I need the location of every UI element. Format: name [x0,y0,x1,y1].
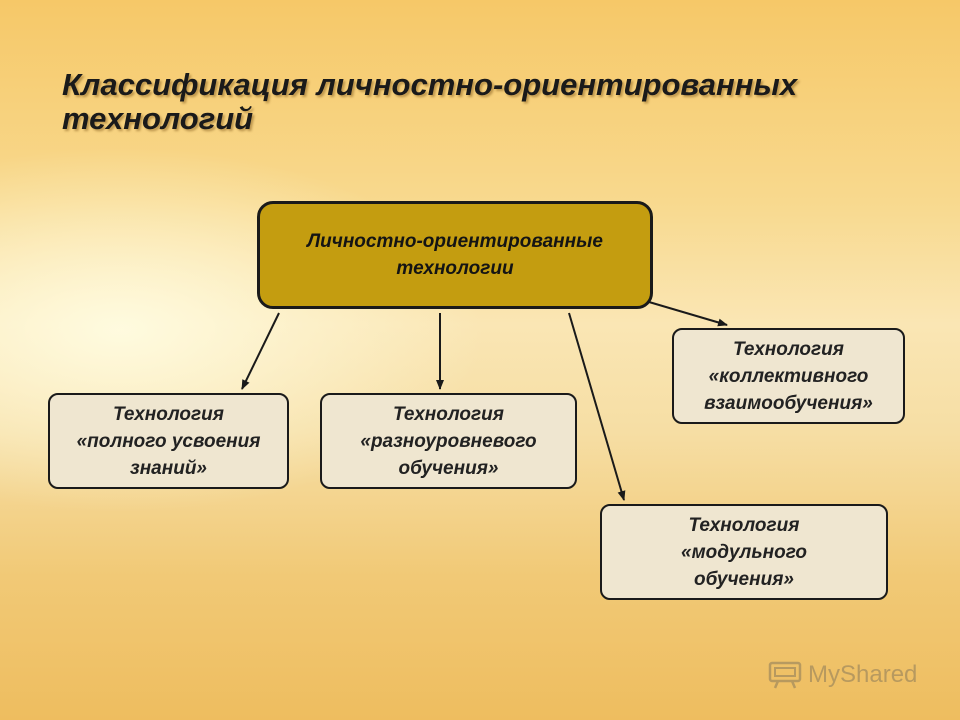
root-node-label: Личностно-ориентированные технологии [265,228,645,282]
node-multilevel-learning: Технология «разноуровневого обучения» [320,393,577,489]
node-line: обучения» [398,457,499,479]
node-line: «модульного [681,541,807,563]
node-line: Технология [733,338,844,360]
node-line: Технология [113,403,224,425]
slide-title-line-1: Классификация личностно-ориентированных [62,67,798,102]
node-line: «полного усвоения [76,430,261,452]
slide-title-line-2: технологий [62,101,254,136]
arrow-to-collective [648,301,728,327]
node-line: взаимообучения» [704,392,873,414]
node-line: Технология [688,514,800,536]
root-node: Личностно-ориентированные технологии [257,201,653,309]
arrow-to-full-mastery [241,312,280,390]
node-line: знаний» [130,457,207,479]
root-node-line-2: технологии [396,258,514,279]
node-full-mastery: Технология «полного усвоения знаний» [48,393,289,489]
slide-title: Классификация личностно-ориентированных … [62,68,882,136]
node-line: Технология [393,403,504,425]
watermark-text: MyShared [808,661,918,688]
node-collective-mutual-learning: Технология «коллективного взаимообучения… [672,328,905,424]
root-node-line-1: Личностно-ориентированные [307,231,603,252]
node-line: обучения» [694,568,794,590]
watermark: MyShared [768,658,917,692]
node-line: «коллективного [708,365,869,387]
node-modular-learning: Технология «модульного обучения» [600,504,888,600]
projector-icon [768,661,802,689]
node-line: «разноуровневого [360,430,537,452]
arrow-to-modular [568,312,626,501]
